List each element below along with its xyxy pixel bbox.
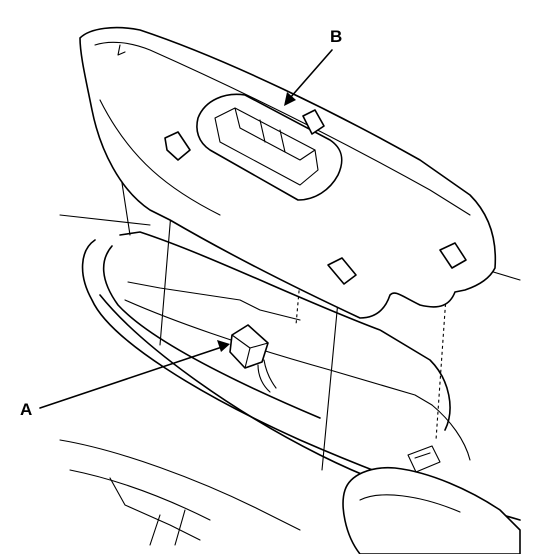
callout-label-a: A	[20, 400, 32, 419]
switch-panel	[79, 26, 497, 319]
callout-label-b: B	[330, 27, 342, 46]
leader-arrow-a	[39, 340, 230, 409]
door-trim-lower	[59, 214, 521, 554]
connector-a	[229, 324, 277, 393]
leader-arrow-b	[284, 49, 333, 106]
